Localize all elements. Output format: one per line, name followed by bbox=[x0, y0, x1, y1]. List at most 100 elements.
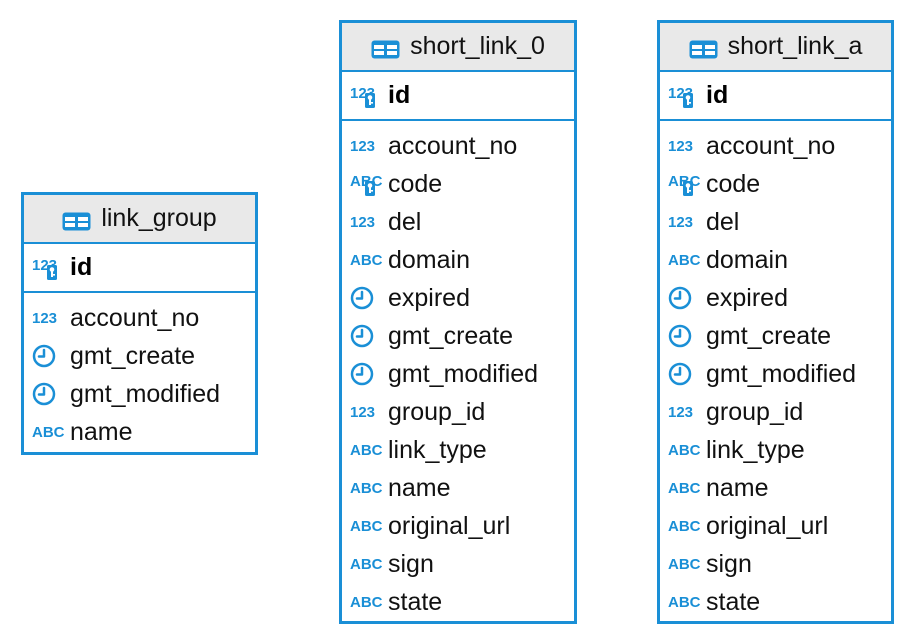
clock-icon bbox=[32, 344, 66, 368]
column-row[interactable]: ABC sign bbox=[342, 545, 574, 583]
column-row[interactable]: gmt_create bbox=[342, 317, 574, 355]
column-row[interactable]: ABC link_type bbox=[660, 431, 891, 469]
svg-text:ABC: ABC bbox=[350, 252, 383, 269]
svg-text:ABC: ABC bbox=[668, 442, 701, 459]
svg-text:ABC: ABC bbox=[668, 556, 701, 573]
column-row[interactable]: ABC sign bbox=[660, 545, 891, 583]
text-key-icon: ABC bbox=[668, 172, 702, 196]
column-name: gmt_modified bbox=[70, 379, 221, 408]
column-name: sign bbox=[388, 549, 434, 578]
column-row[interactable]: ABCcode bbox=[342, 165, 574, 203]
column-row[interactable]: ABCcode bbox=[660, 165, 891, 203]
text-icon: ABC bbox=[668, 476, 702, 500]
column-row[interactable]: gmt_modified bbox=[342, 355, 574, 393]
column-name: sign bbox=[706, 549, 752, 578]
table-title: short_link_0 bbox=[410, 32, 545, 60]
column-row[interactable]: gmt_modified bbox=[660, 355, 891, 393]
table-header[interactable]: link_group bbox=[24, 195, 255, 244]
column-name: code bbox=[388, 169, 443, 198]
column-name: gmt_create bbox=[706, 321, 832, 350]
column-name: name bbox=[388, 473, 451, 502]
table-title: link_group bbox=[101, 204, 217, 232]
column-row[interactable]: expired bbox=[342, 279, 574, 317]
numeric-icon: 123 bbox=[350, 134, 384, 158]
column-name: domain bbox=[388, 245, 470, 274]
column-row[interactable]: expired bbox=[660, 279, 891, 317]
numeric-icon: 123 bbox=[668, 134, 702, 158]
column-row[interactable]: 123 account_no bbox=[342, 127, 574, 165]
column-row[interactable]: ABC domain bbox=[342, 241, 574, 279]
column-name: id bbox=[706, 81, 729, 109]
svg-text:ABC: ABC bbox=[350, 518, 383, 535]
column-name: account_no bbox=[706, 131, 836, 160]
column-list: 123account_noABCcode123delABCdomainexpir… bbox=[660, 121, 891, 621]
svg-text:ABC: ABC bbox=[668, 518, 701, 535]
table-short-link-a[interactable]: short_link_a123id123account_noABCcode123… bbox=[657, 20, 894, 624]
column-row[interactable]: gmt_create bbox=[24, 337, 255, 375]
text-icon: ABC bbox=[350, 514, 384, 538]
numeric-key-icon: 123 bbox=[350, 84, 384, 108]
column-name: id bbox=[70, 253, 93, 281]
table-header[interactable]: short_link_a bbox=[660, 23, 891, 72]
numeric-icon: 123 bbox=[668, 400, 702, 424]
svg-text:ABC: ABC bbox=[668, 594, 701, 611]
table-header[interactable]: short_link_0 bbox=[342, 23, 574, 72]
column-name: gmt_modified bbox=[706, 359, 857, 388]
text-key-icon: ABC bbox=[350, 172, 384, 196]
column-name: id bbox=[388, 81, 411, 109]
column-name: expired bbox=[388, 283, 470, 312]
numeric-icon: 123 bbox=[350, 210, 384, 234]
text-icon: ABC bbox=[668, 248, 702, 272]
column-name: del bbox=[388, 207, 422, 236]
column-name: gmt_modified bbox=[388, 359, 539, 388]
column-row[interactable]: gmt_create bbox=[660, 317, 891, 355]
column-name: expired bbox=[706, 283, 788, 312]
text-icon: ABC bbox=[32, 420, 66, 444]
column-row[interactable]: gmt_modified bbox=[24, 375, 255, 413]
svg-text:123: 123 bbox=[350, 404, 375, 421]
table-short-link-0[interactable]: short_link_0123id123account_noABCcode123… bbox=[339, 20, 577, 624]
column-name: name bbox=[70, 417, 133, 446]
clock-icon bbox=[350, 362, 384, 386]
column-name: original_url bbox=[706, 511, 829, 540]
svg-text:ABC: ABC bbox=[350, 442, 383, 459]
numeric-icon: 123 bbox=[668, 210, 702, 234]
svg-text:ABC: ABC bbox=[350, 556, 383, 573]
text-icon: ABC bbox=[350, 476, 384, 500]
column-name: group_id bbox=[706, 397, 804, 426]
column-list: 123account_noABCcode123delABCdomainexpir… bbox=[342, 121, 574, 621]
clock-icon bbox=[350, 286, 384, 310]
text-icon: ABC bbox=[350, 438, 384, 462]
column-name: account_no bbox=[388, 131, 518, 160]
column-row[interactable]: ABC original_url bbox=[660, 507, 891, 545]
svg-text:123: 123 bbox=[668, 214, 693, 231]
table-icon bbox=[689, 37, 718, 59]
text-icon: ABC bbox=[668, 438, 702, 462]
table-icon bbox=[62, 209, 91, 231]
column-name: account_no bbox=[70, 303, 200, 332]
numeric-key-icon: 123 bbox=[668, 84, 702, 108]
numeric-icon: 123 bbox=[350, 400, 384, 424]
column-name: link_type bbox=[706, 435, 805, 464]
column-name: state bbox=[388, 587, 443, 616]
svg-text:123: 123 bbox=[350, 138, 375, 155]
